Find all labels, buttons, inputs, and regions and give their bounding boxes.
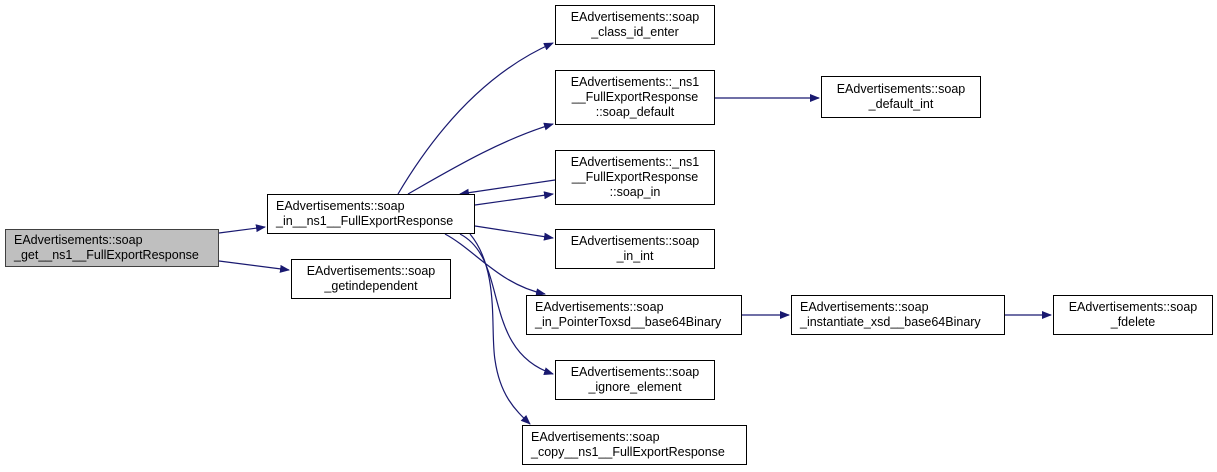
edge-n1-to-n8 <box>459 233 554 375</box>
node-label-line: EAdvertisements::soap <box>1068 300 1198 314</box>
node-soap-instantiate-xsd-base64binary[interactable]: EAdvertisements::soap _instantiate_xsd__… <box>791 295 1005 335</box>
node-label-line: EAdvertisements::_ns1 <box>570 155 700 169</box>
node-label-line: EAdvertisements::soap <box>836 82 966 96</box>
node-label-line: _instantiate_xsd__base64Binary <box>800 315 981 329</box>
edge-n0-to-n1 <box>218 224 266 234</box>
node-label-line: _in_int <box>616 249 654 263</box>
node-label-line: ::soap_in <box>609 185 661 199</box>
node-soap-fdelete[interactable]: EAdvertisements::soap _fdelete <box>1053 295 1213 335</box>
node-soap-getindependent[interactable]: EAdvertisements::soap _getindependent <box>291 259 451 299</box>
node-label-line: _class_id_enter <box>591 25 679 39</box>
node-label-line: EAdvertisements::soap <box>570 10 700 24</box>
node-label-line: EAdvertisements::soap <box>570 365 700 379</box>
node-label-line: _default_int <box>868 97 934 111</box>
node-label-line: EAdvertisements::soap <box>531 430 660 444</box>
node-label-line: _getindependent <box>324 279 418 293</box>
edge-n1-to-n4 <box>407 122 554 195</box>
node-soap-get-ns1-fullexportresponse[interactable]: EAdvertisements::soap _get__ns1__FullExp… <box>5 229 219 267</box>
edge-n1-to-n5 <box>474 191 554 206</box>
edge-n1-to-n9 <box>469 233 531 425</box>
node-label-line: _get__ns1__FullExportResponse <box>14 248 199 262</box>
node-soap-default-int[interactable]: EAdvertisements::soap _default_int <box>821 76 981 118</box>
node-soap-copy-ns1-fullexportresponse[interactable]: EAdvertisements::soap _copy__ns1__FullEx… <box>522 425 747 465</box>
node-soap-in-ns1-fullexportresponse[interactable]: EAdvertisements::soap _in__ns1__FullExpo… <box>267 194 475 234</box>
node-label-line: ::soap_default <box>595 105 675 119</box>
node-label-line: _fdelete <box>1110 315 1156 329</box>
node-label-line: EAdvertisements::soap <box>800 300 929 314</box>
node-soap-in-pointertoxsd-base64binary[interactable]: EAdvertisements::soap _in_PointerToxsd__… <box>526 295 742 335</box>
edge-n1-to-n7 <box>444 233 546 297</box>
node-label-line: _in_PointerToxsd__base64Binary <box>535 315 722 329</box>
node-label-line: _copy__ns1__FullExportResponse <box>531 445 725 459</box>
node-label-line: EAdvertisements::soap <box>535 300 664 314</box>
edge-n1-to-n3 <box>397 42 554 195</box>
node-label-line: EAdvertisements::soap <box>276 199 405 213</box>
node-soap-ignore-element[interactable]: EAdvertisements::soap _ignore_element <box>555 360 715 400</box>
node-label-line: EAdvertisements::soap <box>306 264 436 278</box>
node-soap-class-id-enter[interactable]: EAdvertisements::soap _class_id_enter <box>555 5 715 45</box>
node-label-line: __FullExportResponse <box>571 90 699 104</box>
node-label-line: _ignore_element <box>588 380 682 394</box>
node-label-line: __FullExportResponse <box>571 170 699 184</box>
node-label-line: EAdvertisements::soap <box>570 234 700 248</box>
node-label-line: EAdvertisements::soap <box>14 233 143 247</box>
node-label-line: EAdvertisements::_ns1 <box>570 75 700 89</box>
node-fullexportresponse-soap-default[interactable]: EAdvertisements::_ns1 __FullExportRespon… <box>555 70 715 125</box>
node-soap-in-int[interactable]: EAdvertisements::soap _in_int <box>555 229 715 269</box>
edge-n0-to-n2 <box>218 260 290 273</box>
edge-n1-to-n6 <box>474 225 554 241</box>
edge-n5-to-n1 <box>459 179 556 197</box>
node-label-line: _in__ns1__FullExportResponse <box>276 214 454 228</box>
node-fullexportresponse-soap-in[interactable]: EAdvertisements::_ns1 __FullExportRespon… <box>555 150 715 205</box>
